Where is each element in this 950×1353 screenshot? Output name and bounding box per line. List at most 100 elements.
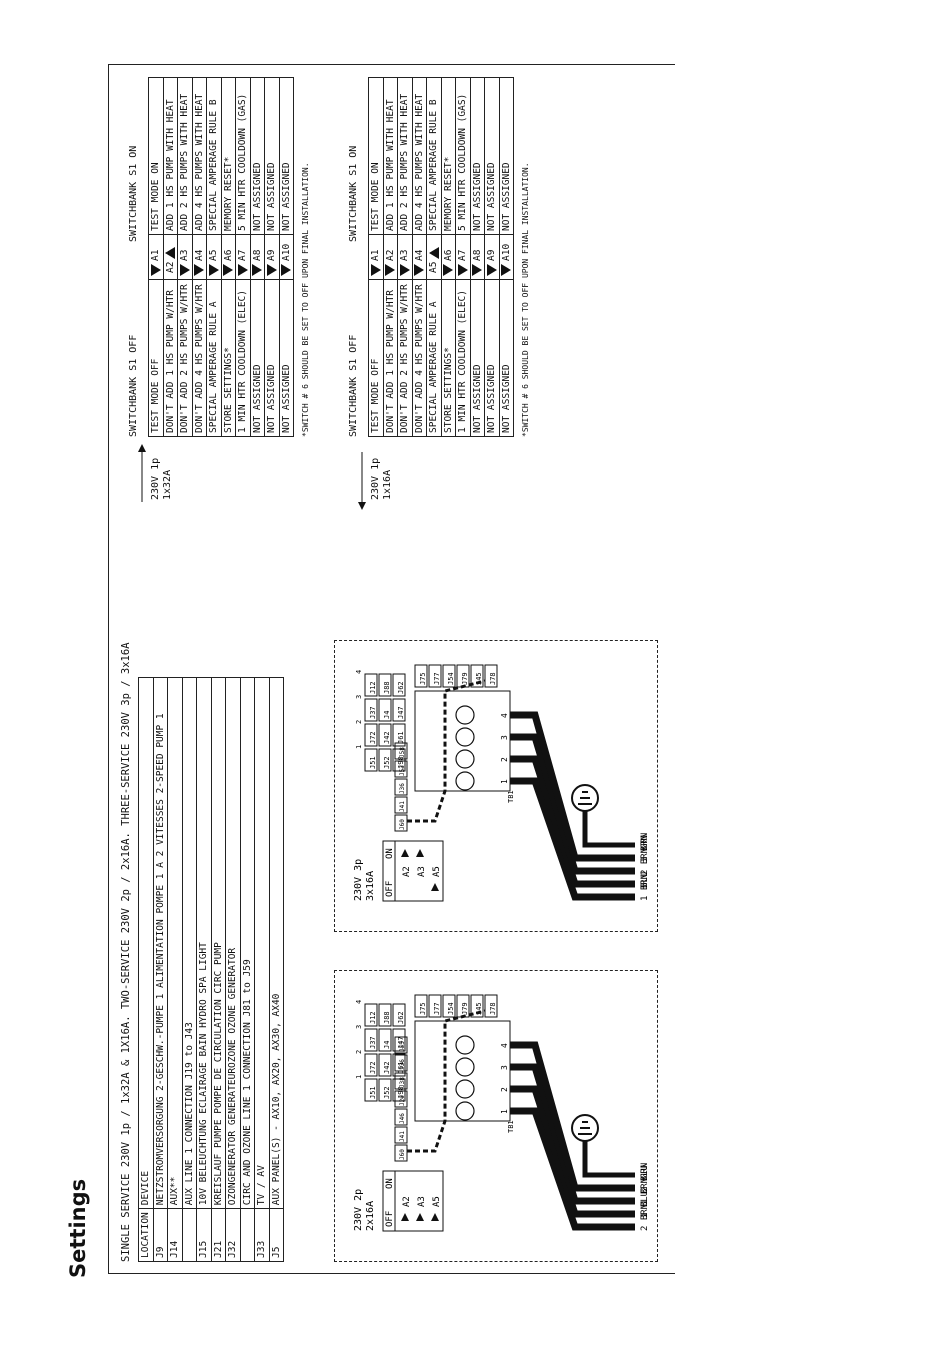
switch-position[interactable]: A9 bbox=[484, 234, 499, 280]
jumper-box bbox=[394, 1036, 408, 1054]
device-cell: AUX LINE 1 CONNECTION J19 to J43 bbox=[182, 677, 197, 1209]
wiring-supply-label: 230V 3p bbox=[353, 859, 364, 901]
connector-label: J61 bbox=[397, 1061, 405, 1074]
switch-position[interactable]: A2 bbox=[163, 234, 178, 280]
ground-symbol-icon bbox=[571, 784, 599, 812]
column-label: 4 bbox=[355, 670, 363, 674]
column-label: 4 bbox=[355, 1000, 363, 1004]
switchbank-1: 230V 1p 1x32A SWITCHBANK S1 OFF SWITCHBA… bbox=[128, 72, 328, 512]
switch-position[interactable]: A8 bbox=[470, 234, 485, 280]
connector-label: J72 bbox=[369, 731, 377, 744]
switch-position[interactable]: A3 bbox=[177, 234, 192, 280]
switch-position[interactable]: A5 bbox=[426, 234, 441, 280]
on-heading-1: SWITCHBANK S1 ON bbox=[128, 145, 139, 242]
switch-on-label: SPECIAL AMPERAGE RULE B bbox=[206, 77, 221, 235]
switch-on-label: NOT ASSIGNED bbox=[499, 77, 514, 235]
switch-off-arrow-icon bbox=[385, 264, 396, 276]
switch-off-arrow-icon bbox=[252, 264, 263, 276]
switch-position[interactable]: A6 bbox=[221, 234, 236, 280]
switch-on-label: NOT ASSIGNED bbox=[484, 77, 499, 235]
connector-box bbox=[378, 1003, 392, 1027]
connector-box bbox=[364, 723, 378, 747]
switch-position[interactable]: A8 bbox=[250, 234, 265, 280]
connector-box bbox=[470, 994, 484, 1018]
connector-box bbox=[378, 1053, 392, 1077]
connector-box bbox=[364, 1003, 378, 1027]
switch-off-label: SPECIAL AMPERAGE RULE A bbox=[426, 279, 441, 437]
switch-off-arrow-icon bbox=[237, 264, 248, 276]
switch-off-arrow-icon bbox=[472, 264, 483, 276]
off-heading-2: SWITCHBANK S1 OFF bbox=[348, 334, 359, 437]
switch-off-label: TEST MODE OFF bbox=[148, 279, 163, 437]
switch-position[interactable]: A3 bbox=[397, 234, 412, 280]
location-cell: J14 bbox=[167, 1208, 182, 1262]
switch-position[interactable]: A4 bbox=[192, 234, 207, 280]
switch-id: A9 bbox=[486, 249, 498, 261]
connector-label: J79 bbox=[461, 672, 469, 685]
switch-position[interactable]: A1 bbox=[368, 234, 383, 280]
switch-position[interactable]: A7 bbox=[455, 234, 470, 280]
header-location: LOCATION bbox=[138, 1208, 153, 1262]
connector-box bbox=[428, 664, 442, 688]
connector-label: J51 bbox=[369, 756, 377, 769]
terminal-screw bbox=[455, 1035, 475, 1055]
connector-box bbox=[484, 994, 498, 1018]
switch-note-1: *SWITCH # 6 SHOULD BE SET TO OFF UPON FI… bbox=[301, 162, 310, 437]
mini-switch-id: A3 bbox=[417, 866, 427, 877]
switch-position[interactable]: A7 bbox=[235, 234, 250, 280]
connector-label: J52 bbox=[383, 756, 391, 769]
switch-position[interactable]: A9 bbox=[264, 234, 279, 280]
switch-off-label: DON'T ADD 2 HS PUMPS W/HTR bbox=[397, 279, 412, 437]
connector-label: J54 bbox=[447, 672, 455, 685]
connector-box bbox=[392, 698, 406, 722]
terminal-number: 3 bbox=[500, 1065, 509, 1070]
connector-box bbox=[392, 723, 406, 747]
connector-box bbox=[428, 994, 442, 1018]
switch-id: A8 bbox=[251, 249, 263, 261]
connector-box bbox=[414, 994, 428, 1018]
switch-on-label: NOT ASSIGNED bbox=[250, 77, 265, 235]
table-row: CIRC AND OZONE LINE 1 CONNECTION J81 to … bbox=[240, 677, 255, 1262]
connector-label: J47 bbox=[397, 1036, 405, 1049]
connector-label: J88 bbox=[383, 1011, 391, 1024]
location-cell: J5 bbox=[269, 1208, 284, 1262]
off-heading-1: SWITCHBANK S1 OFF bbox=[128, 334, 139, 437]
switch-position[interactable]: A6 bbox=[441, 234, 456, 280]
connector-label: J12 bbox=[369, 681, 377, 694]
wire-label: 1 BRN bbox=[640, 874, 650, 901]
switch-position[interactable]: A1 bbox=[148, 234, 163, 280]
switch-off-label: NOT ASSIGNED bbox=[470, 279, 485, 437]
jumper-label: J36 bbox=[399, 1059, 406, 1070]
location-cell: J15 bbox=[196, 1208, 211, 1262]
switch-id: A7 bbox=[237, 249, 249, 261]
connector-box bbox=[392, 1053, 406, 1077]
switch-off-label: DON'T ADD 4 HS PUMPS W/HTR bbox=[192, 279, 207, 437]
connector-label: J47 bbox=[397, 706, 405, 719]
switch-position[interactable]: A5 bbox=[206, 234, 221, 280]
switch-position[interactable]: A4 bbox=[412, 234, 427, 280]
switch-on-label: SPECIAL AMPERAGE RULE B bbox=[426, 77, 441, 235]
mini-switch-id: A3 bbox=[417, 1196, 427, 1207]
switch-position[interactable]: A10 bbox=[499, 234, 514, 280]
switch-position[interactable]: A2 bbox=[383, 234, 398, 280]
terminal-block-label: TB1 bbox=[507, 1120, 515, 1133]
device-cell: NETZSTROMVERSORGUNG 2-GESCHW.-PUMPE 1 AL… bbox=[153, 677, 168, 1209]
connector-label: J77 bbox=[433, 672, 441, 685]
switch-on-label: ADD 1 HS PUMP WITH HEAT bbox=[383, 77, 398, 235]
connector-label: J72 bbox=[369, 1061, 377, 1074]
switch-position[interactable]: A10 bbox=[279, 234, 294, 280]
switch-id: A2 bbox=[384, 249, 396, 261]
